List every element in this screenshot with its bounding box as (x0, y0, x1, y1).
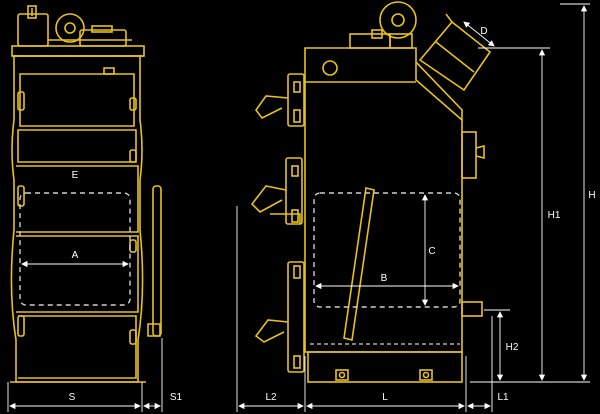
side-lower-door (254, 261, 305, 373)
front-lower-section (16, 165, 139, 233)
front-middle-panel (17, 129, 137, 163)
label-l2: L2 (265, 392, 277, 403)
front-top-controller (17, 5, 132, 47)
front-upper-door (19, 73, 135, 127)
label-l1: L1 (497, 392, 509, 403)
side-view (250, 1, 492, 383)
dimension-lines (7, 3, 590, 412)
label-s1: S1 (170, 392, 183, 403)
dimension-labels: S S1 L2 L L1 H H1 H2 D A B C E (69, 26, 596, 403)
label-b: B (381, 273, 388, 284)
label-s: S (69, 392, 76, 403)
side-grate-rod (343, 187, 375, 341)
label-a: A (72, 250, 79, 261)
label-h: H (588, 190, 595, 201)
label-d: D (480, 26, 487, 37)
front-top-lid (11, 45, 145, 57)
label-c: C (428, 246, 435, 257)
label-e: E (72, 170, 79, 181)
side-chimney-flue (418, 13, 492, 92)
front-chamber-outline (19, 192, 131, 306)
front-body-outline (10, 55, 144, 383)
side-fan (349, 1, 417, 49)
side-chamber-outline (313, 192, 461, 308)
front-poker-tool (152, 185, 162, 337)
side-outlet-pipe (461, 131, 477, 179)
side-middle-door (250, 157, 303, 225)
label-l: L (382, 392, 388, 403)
label-h2: H2 (506, 342, 519, 353)
side-upper-door (255, 73, 305, 127)
front-view (10, 5, 162, 383)
side-base (307, 351, 463, 383)
side-return-pipe (461, 301, 483, 317)
dim-d-line (463, 21, 495, 47)
label-h1: H1 (548, 210, 561, 221)
